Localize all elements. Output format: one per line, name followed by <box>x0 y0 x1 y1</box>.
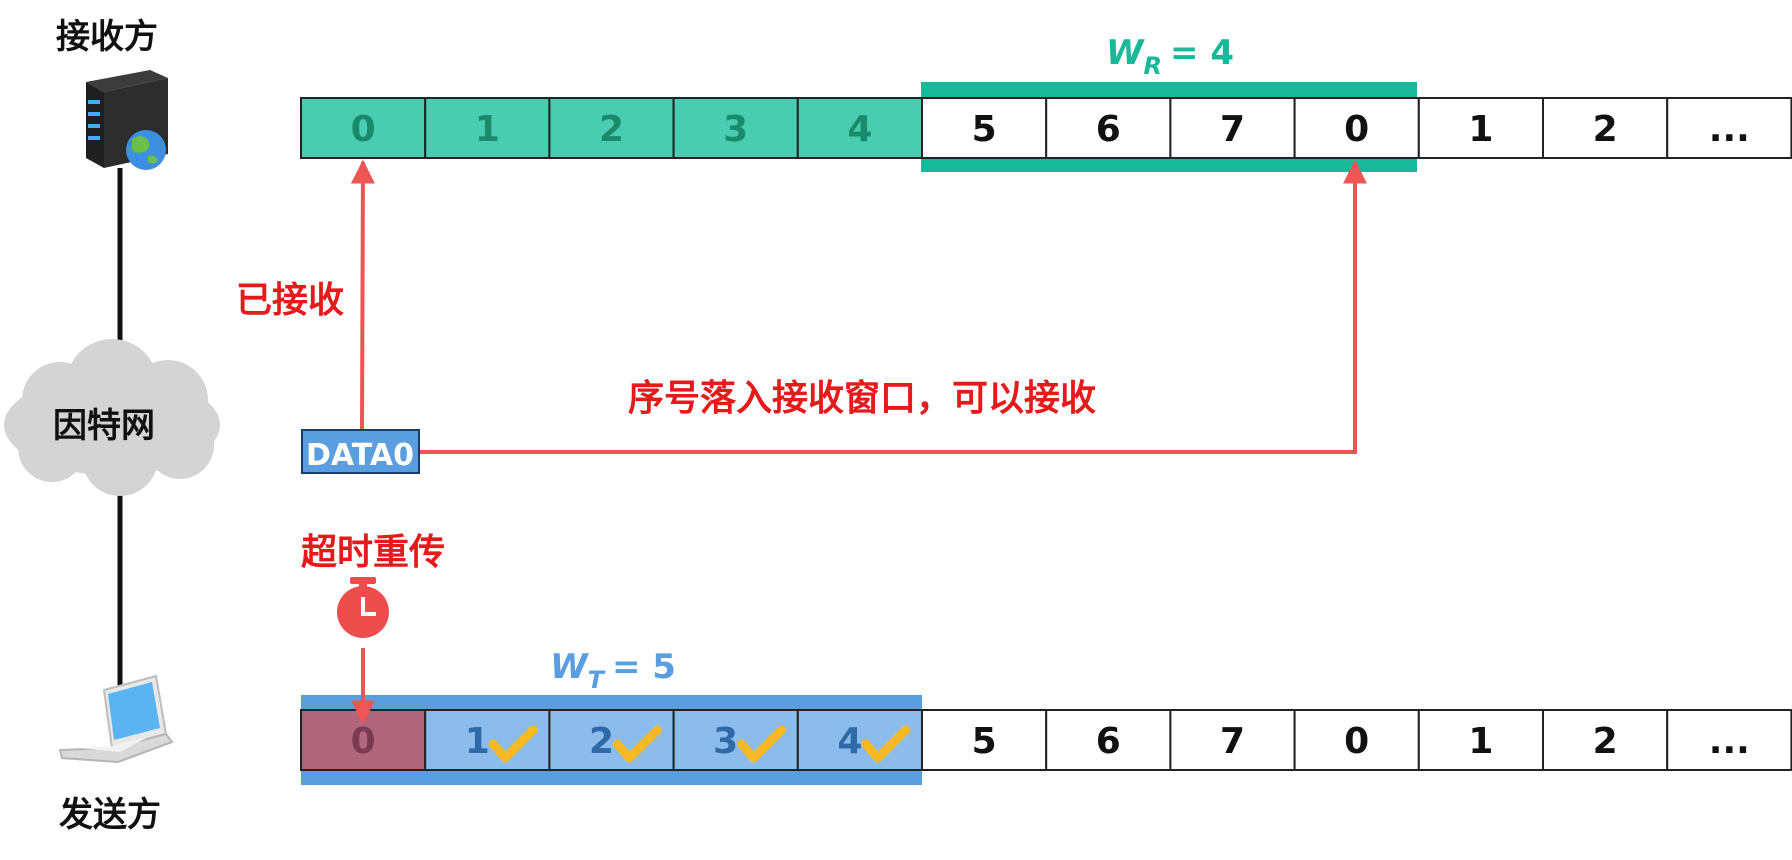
sender-cell-1: 1 <box>424 709 551 771</box>
sender-cell-label: 1 <box>465 721 490 762</box>
receiver-cell-label: 3 <box>723 109 748 150</box>
checkmark-icon <box>861 725 911 763</box>
sender-cell-11: ... <box>1666 709 1792 771</box>
sender-cell-label: 1 <box>1468 721 1493 762</box>
receiver-label: 接收方 <box>56 17 158 57</box>
sender-cell-4: 4 <box>796 709 923 771</box>
receiver-cell-label: ... <box>1709 109 1750 150</box>
receiver-cell-label: 2 <box>1593 109 1618 150</box>
receiver-cell-label: 0 <box>351 109 376 150</box>
receiver-cell-8: 0 <box>1293 97 1420 159</box>
receiver-cell-2: 2 <box>548 97 675 159</box>
sender-cell-8: 0 <box>1293 709 1420 771</box>
arrow-to-received-cell <box>350 159 375 431</box>
sender-window-label: WT= 5 <box>550 647 676 694</box>
receiver-cell-6: 6 <box>1045 97 1172 159</box>
annotation-timeout: 超时重传 <box>301 532 445 573</box>
sender-cell-6: 6 <box>1045 709 1172 771</box>
receiver-cell-label: 2 <box>599 109 624 150</box>
sender-cell-label: 0 <box>351 721 376 762</box>
sender-cell-5: 5 <box>921 709 1048 771</box>
sender-cell-9: 1 <box>1417 709 1545 771</box>
receiver-cell-4: 4 <box>796 97 923 159</box>
sender-label: 发送方 <box>59 795 161 835</box>
receiver-cell-label: 6 <box>1096 109 1121 150</box>
receiver-cell-3: 3 <box>672 97 799 159</box>
receiver-cell-label: 1 <box>475 109 500 150</box>
receiver-cell-7: 7 <box>1169 97 1296 159</box>
data-packet-label: DATA0 <box>306 438 414 473</box>
sender-cell-label: 6 <box>1096 721 1121 762</box>
stopwatch-icon <box>337 577 389 638</box>
receiver-cell-label: 0 <box>1344 109 1369 150</box>
sender-cell-label: 5 <box>972 721 997 762</box>
laptop-icon <box>58 674 174 764</box>
sender-cell-label: ... <box>1709 721 1750 762</box>
annotation-falls-in-window: 序号落入接收窗口，可以接收 <box>628 378 1096 419</box>
sender-cell-3: 3 <box>672 709 799 771</box>
checkmark-icon <box>612 725 662 763</box>
sender-cell-label: 7 <box>1220 721 1245 762</box>
checkmark-icon <box>737 725 787 763</box>
arrow-to-window-cell <box>419 159 1367 454</box>
sender-cell-label: 2 <box>589 721 614 762</box>
annotation-received: 已接收 <box>236 280 344 321</box>
sender-cell-7: 7 <box>1169 709 1296 771</box>
receiver-cell-1: 1 <box>424 97 551 159</box>
receiver-cell-10: 2 <box>1542 97 1669 159</box>
cloud-icon <box>4 339 220 496</box>
sender-cell-label: 4 <box>837 721 862 762</box>
internet-label: 因特网 <box>53 406 155 446</box>
receiver-cell-label: 4 <box>847 109 872 150</box>
sender-sequence-row: 0 1 2 3 4 5 6 7 0 1 2... <box>300 709 1792 771</box>
receiver-cell-5: 5 <box>921 97 1048 159</box>
sender-cell-label: 0 <box>1344 721 1369 762</box>
receiver-cell-11: ... <box>1666 97 1792 159</box>
data-packet: DATA0 <box>301 429 420 474</box>
receiver-window-label: WR= 4 <box>1106 33 1234 80</box>
receiver-cell-9: 1 <box>1417 97 1545 159</box>
receiver-cell-label: 1 <box>1468 109 1493 150</box>
sender-cell-label: 3 <box>713 721 738 762</box>
receiver-cell-label: 5 <box>972 109 997 150</box>
server-icon <box>86 70 168 170</box>
sender-cell-2: 2 <box>548 709 675 771</box>
checkmark-icon <box>488 725 538 763</box>
sender-cell-label: 2 <box>1593 721 1618 762</box>
receiver-cell-label: 7 <box>1220 109 1245 150</box>
receiver-cell-0: 0 <box>300 97 427 159</box>
sender-cell-10: 2 <box>1542 709 1669 771</box>
receiver-sequence-row: 0 1 2 3 4 5 6 7 0 1 2... <box>300 97 1792 159</box>
